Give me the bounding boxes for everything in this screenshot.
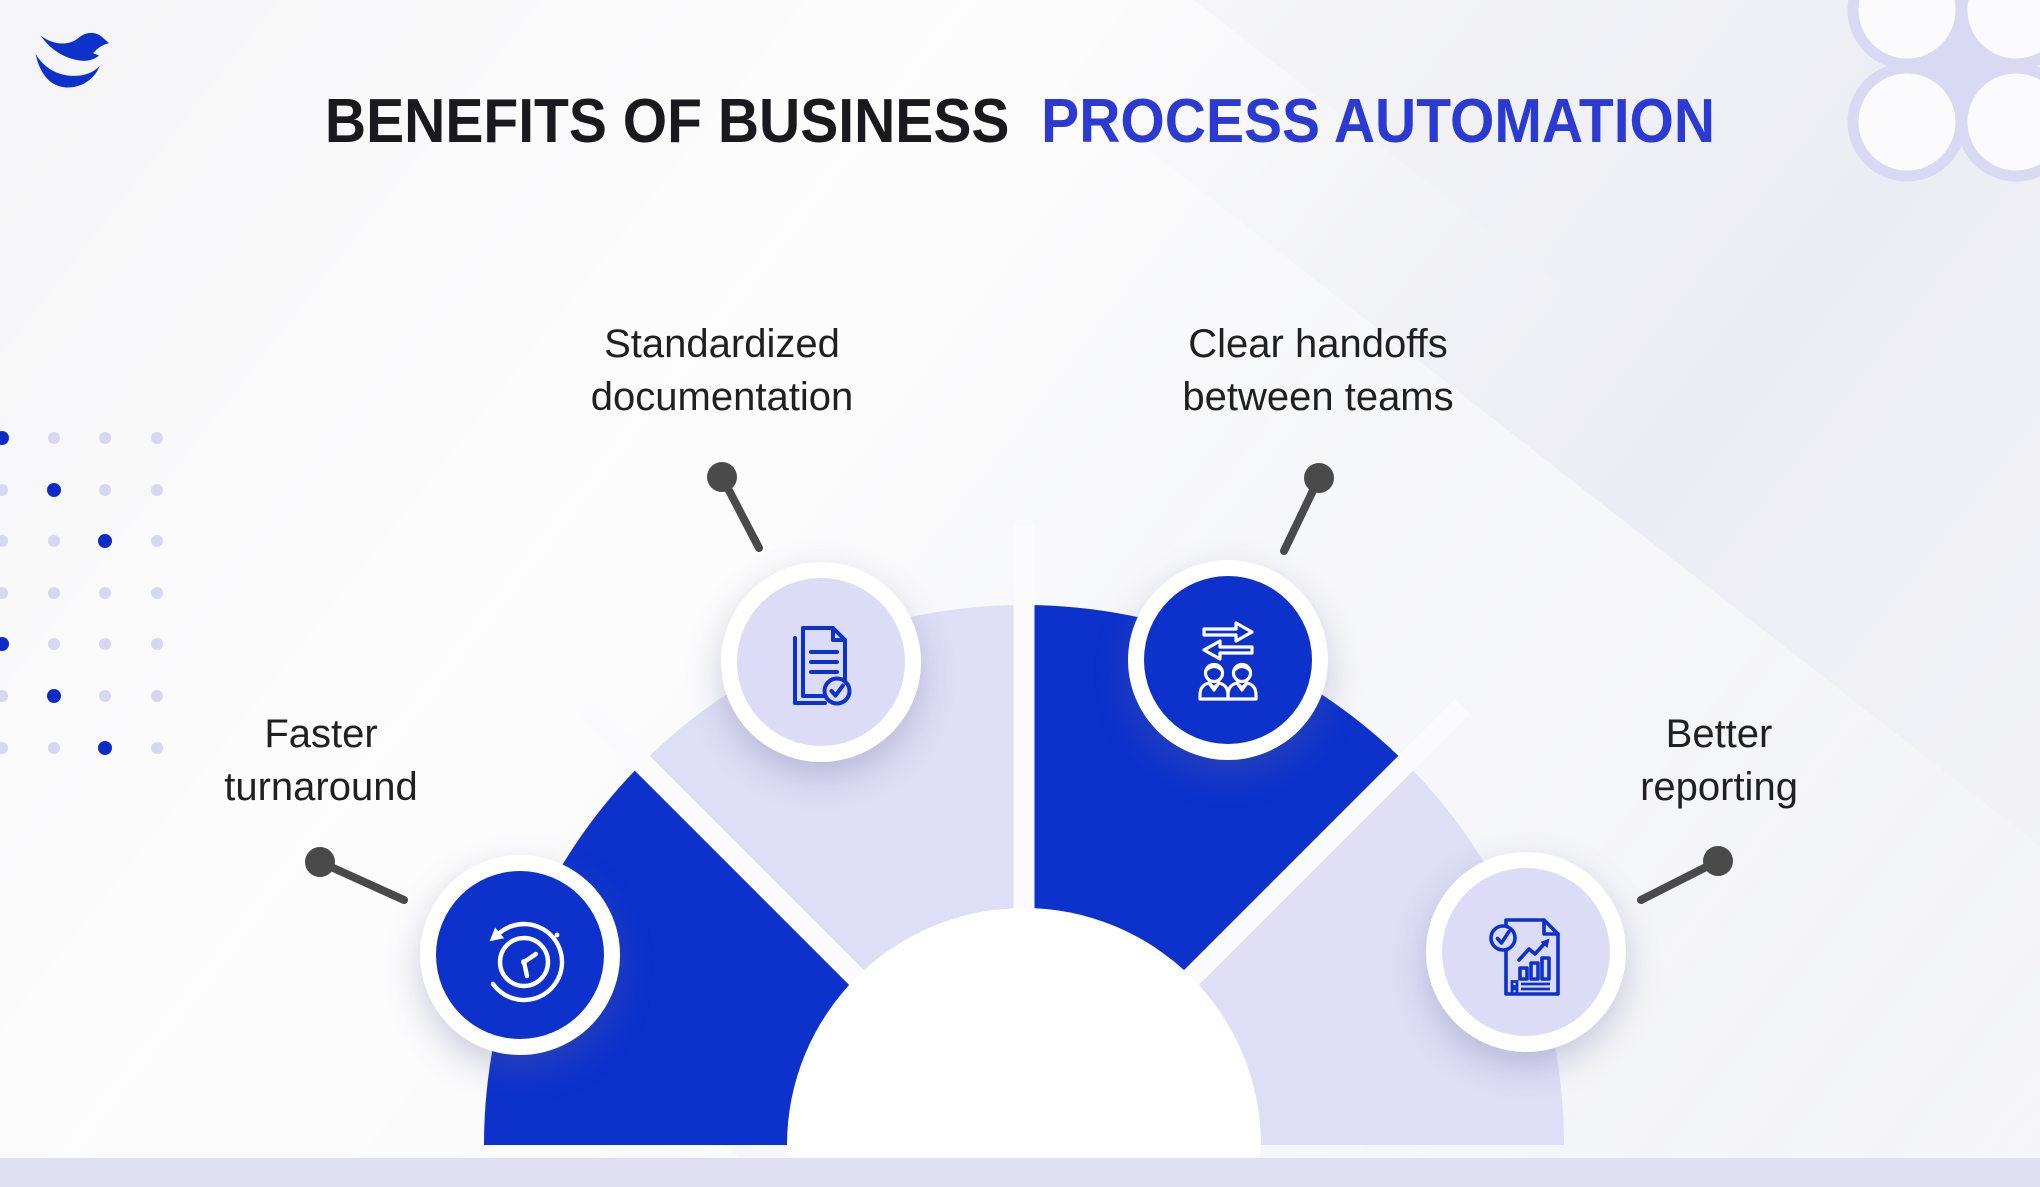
decor-dot-light bbox=[99, 432, 112, 444]
decor-dot-dark bbox=[0, 431, 9, 445]
decor-dot-light bbox=[47, 432, 60, 444]
badge-circle bbox=[1442, 868, 1610, 1036]
decor-dot-dark bbox=[98, 740, 113, 755]
decor-dot-dark bbox=[46, 482, 61, 497]
decor-dot-dark bbox=[46, 689, 61, 703]
decor-dot-light bbox=[150, 432, 163, 444]
certified-document-icon bbox=[793, 626, 852, 706]
decor-dot-light bbox=[150, 741, 163, 754]
decor-dot-dark bbox=[0, 637, 9, 652]
badge-circle bbox=[737, 578, 905, 746]
label-line: Faster bbox=[264, 712, 378, 756]
label-line: documentation bbox=[590, 375, 854, 419]
clock-rewind-icon bbox=[489, 921, 565, 1003]
decor-dot-light bbox=[0, 483, 8, 496]
title-space bbox=[1025, 87, 1041, 156]
decor-dot-light bbox=[99, 483, 112, 496]
label-line: Clear handoffs bbox=[1188, 322, 1448, 366]
page-title: BENEFITS OF BUSINESS PROCESS AUTOMATION bbox=[82, 86, 1959, 157]
decor-dot-light bbox=[150, 638, 163, 651]
badge-better-reporting bbox=[1426, 852, 1626, 1052]
decor-dot-light bbox=[47, 741, 60, 754]
corner-circles-decoration bbox=[1847, 0, 2040, 182]
label-line: turnaround bbox=[224, 765, 418, 809]
decor-dot-light bbox=[47, 638, 60, 651]
label-line: Better bbox=[1665, 712, 1773, 756]
label-better-reporting: Better reporting bbox=[1479, 708, 1959, 814]
decor-dot-light bbox=[0, 535, 8, 548]
leader-line-faster-turnaround bbox=[316, 858, 408, 904]
decor-dot-light bbox=[99, 690, 112, 702]
badge-standardized-documentation bbox=[721, 562, 921, 762]
report-chart-icon bbox=[1489, 918, 1560, 996]
label-line: reporting bbox=[1640, 765, 1798, 809]
title-black-part: BENEFITS OF BUSINESS bbox=[324, 87, 1010, 156]
title-blue-part: PROCESS AUTOMATION bbox=[1041, 87, 1716, 156]
badge-clear-handoffs bbox=[1128, 560, 1328, 760]
decor-dot-light bbox=[150, 483, 163, 496]
eagle-logo bbox=[35, 32, 109, 88]
bottom-strip bbox=[0, 1158, 2040, 1187]
label-standardized-documentation: Standardized documentation bbox=[482, 318, 962, 424]
decor-dot-light bbox=[99, 638, 112, 651]
label-faster-turnaround: Faster turnaround bbox=[81, 708, 561, 814]
decor-dot-light bbox=[150, 535, 163, 548]
decor-dot-light bbox=[150, 690, 163, 702]
people-exchange-icon bbox=[1198, 621, 1258, 701]
badge-circle bbox=[436, 871, 604, 1039]
label-clear-handoffs: Clear handoffs between teams bbox=[1078, 318, 1558, 424]
decor-dot-dark bbox=[98, 534, 113, 549]
decor-dot-light bbox=[0, 586, 8, 599]
decor-dot-light bbox=[47, 586, 60, 599]
badge-circle bbox=[1144, 576, 1312, 744]
fan-inner-dome bbox=[787, 908, 1261, 1187]
label-line: between teams bbox=[1182, 375, 1454, 419]
dot-grid-decoration bbox=[0, 0, 200, 1187]
decor-dot-light bbox=[150, 586, 163, 599]
decor-dot-light bbox=[47, 535, 60, 548]
decor-dot-light bbox=[0, 741, 8, 754]
label-line: Standardized bbox=[604, 322, 840, 366]
badge-faster-turnaround bbox=[420, 855, 620, 1055]
decor-dot-light bbox=[0, 690, 8, 702]
decor-dot-light bbox=[99, 586, 112, 599]
leader-dots bbox=[305, 462, 1733, 877]
